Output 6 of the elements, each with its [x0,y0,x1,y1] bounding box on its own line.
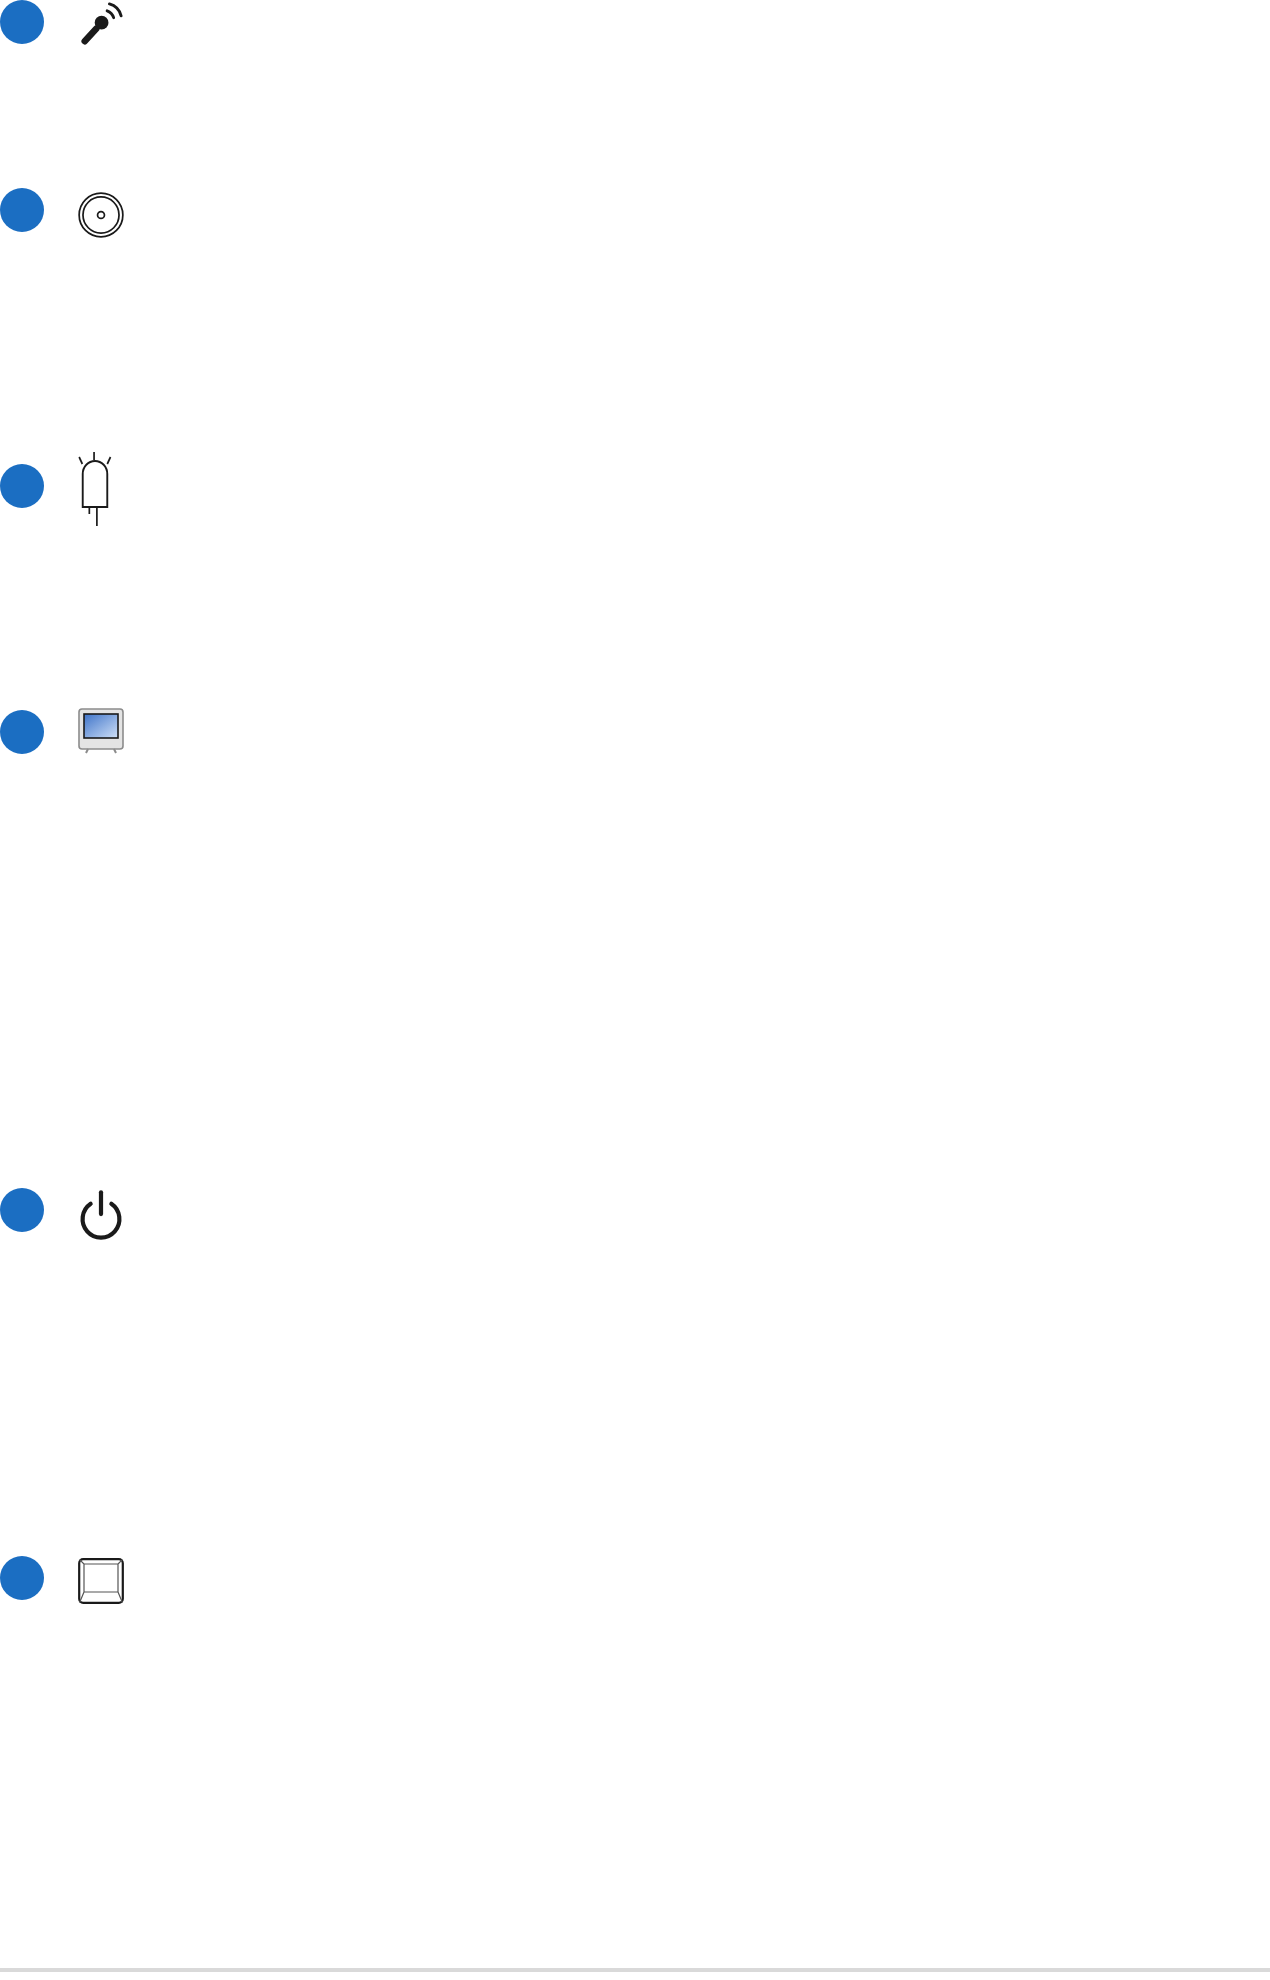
callout-circle [0,1556,44,1600]
callout-circle [0,710,44,754]
callout-circle [0,464,44,508]
callout-circle [0,1188,44,1232]
callout-circle [0,188,44,232]
callout-circle [0,0,44,44]
